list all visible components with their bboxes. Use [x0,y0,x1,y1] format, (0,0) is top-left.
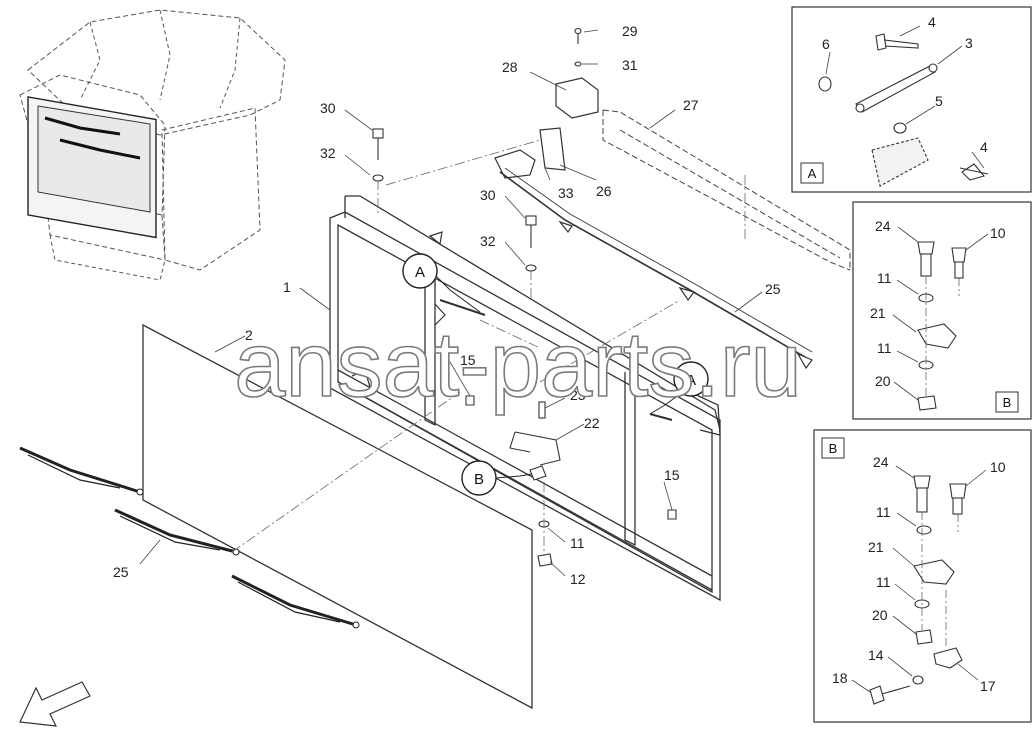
label-26: 26 [596,183,612,199]
label-11: 11 [570,535,585,551]
callout-b-label: B [474,471,484,488]
glass-panel [142,323,533,710]
window-frame [329,195,721,602]
label-6: 6 [822,36,830,52]
label-11: 11 [876,574,891,590]
label-4: 4 [928,14,936,30]
direction-arrow-icon [19,681,91,727]
detail-box-a-tag: A [808,166,817,181]
label-10: 10 [990,459,1006,475]
watermark-text: ansat-parts.ru [234,314,802,416]
label-25: 25 [113,564,129,580]
label-21: 21 [870,305,886,321]
label-2: 2 [245,327,253,343]
label-11: 11 [877,340,892,356]
part-labels: 30 32 30 32 29 31 28 27 33 26 1 2 25 15 … [113,23,781,587]
label-20: 20 [872,607,888,623]
label-1: 1 [283,279,291,295]
detail-box-b-tag: B [1003,395,1012,410]
detail-box-b-lower: B [813,429,1032,723]
label-20: 20 [875,373,891,389]
label-11: 11 [876,504,891,520]
label-12: 12 [570,571,586,587]
label-15: 15 [460,352,476,368]
label-29: 29 [622,23,638,39]
label-4: 4 [980,139,988,155]
fasteners [372,27,677,567]
label-3: 3 [965,35,973,51]
label-32: 32 [480,233,496,249]
label-24: 24 [873,454,889,470]
label-28: 28 [502,59,518,75]
label-17: 17 [980,678,996,694]
callout-a-label: A [415,264,425,281]
label-5: 5 [935,93,943,109]
label-21: 21 [868,539,884,555]
label-24: 24 [875,218,891,234]
label-31: 31 [622,57,638,73]
cab-overview [19,9,286,281]
label-10: 10 [990,225,1006,241]
assembly-lines [231,139,746,556]
label-27: 27 [683,97,699,113]
detail-box-a: A 4 6 3 5 4 [791,6,1032,193]
label-30: 30 [480,187,496,203]
label-15: 15 [664,467,680,483]
callout-b: B [461,460,533,496]
label-32: 32 [320,145,336,161]
detail-box-b-upper: B 24 10 11 21 11 20 [852,201,1032,420]
leader-lines [139,29,763,577]
wiper-arms [19,446,360,629]
callout-a-label: A [686,372,696,389]
label-11: 11 [877,270,892,286]
callout-a-top: A [402,253,481,313]
wiper-motor-linkage [428,77,813,421]
label-18: 18 [832,670,848,686]
label-23: 23 [570,387,586,403]
label-14: 14 [868,647,884,663]
label-30: 30 [320,100,336,116]
label-33: 33 [558,185,574,201]
label-22: 22 [584,415,600,431]
label-25: 25 [765,281,781,297]
detail-box-b-tag: B [829,441,838,456]
cover-profile [602,109,851,271]
callout-a-right: A [649,361,709,415]
